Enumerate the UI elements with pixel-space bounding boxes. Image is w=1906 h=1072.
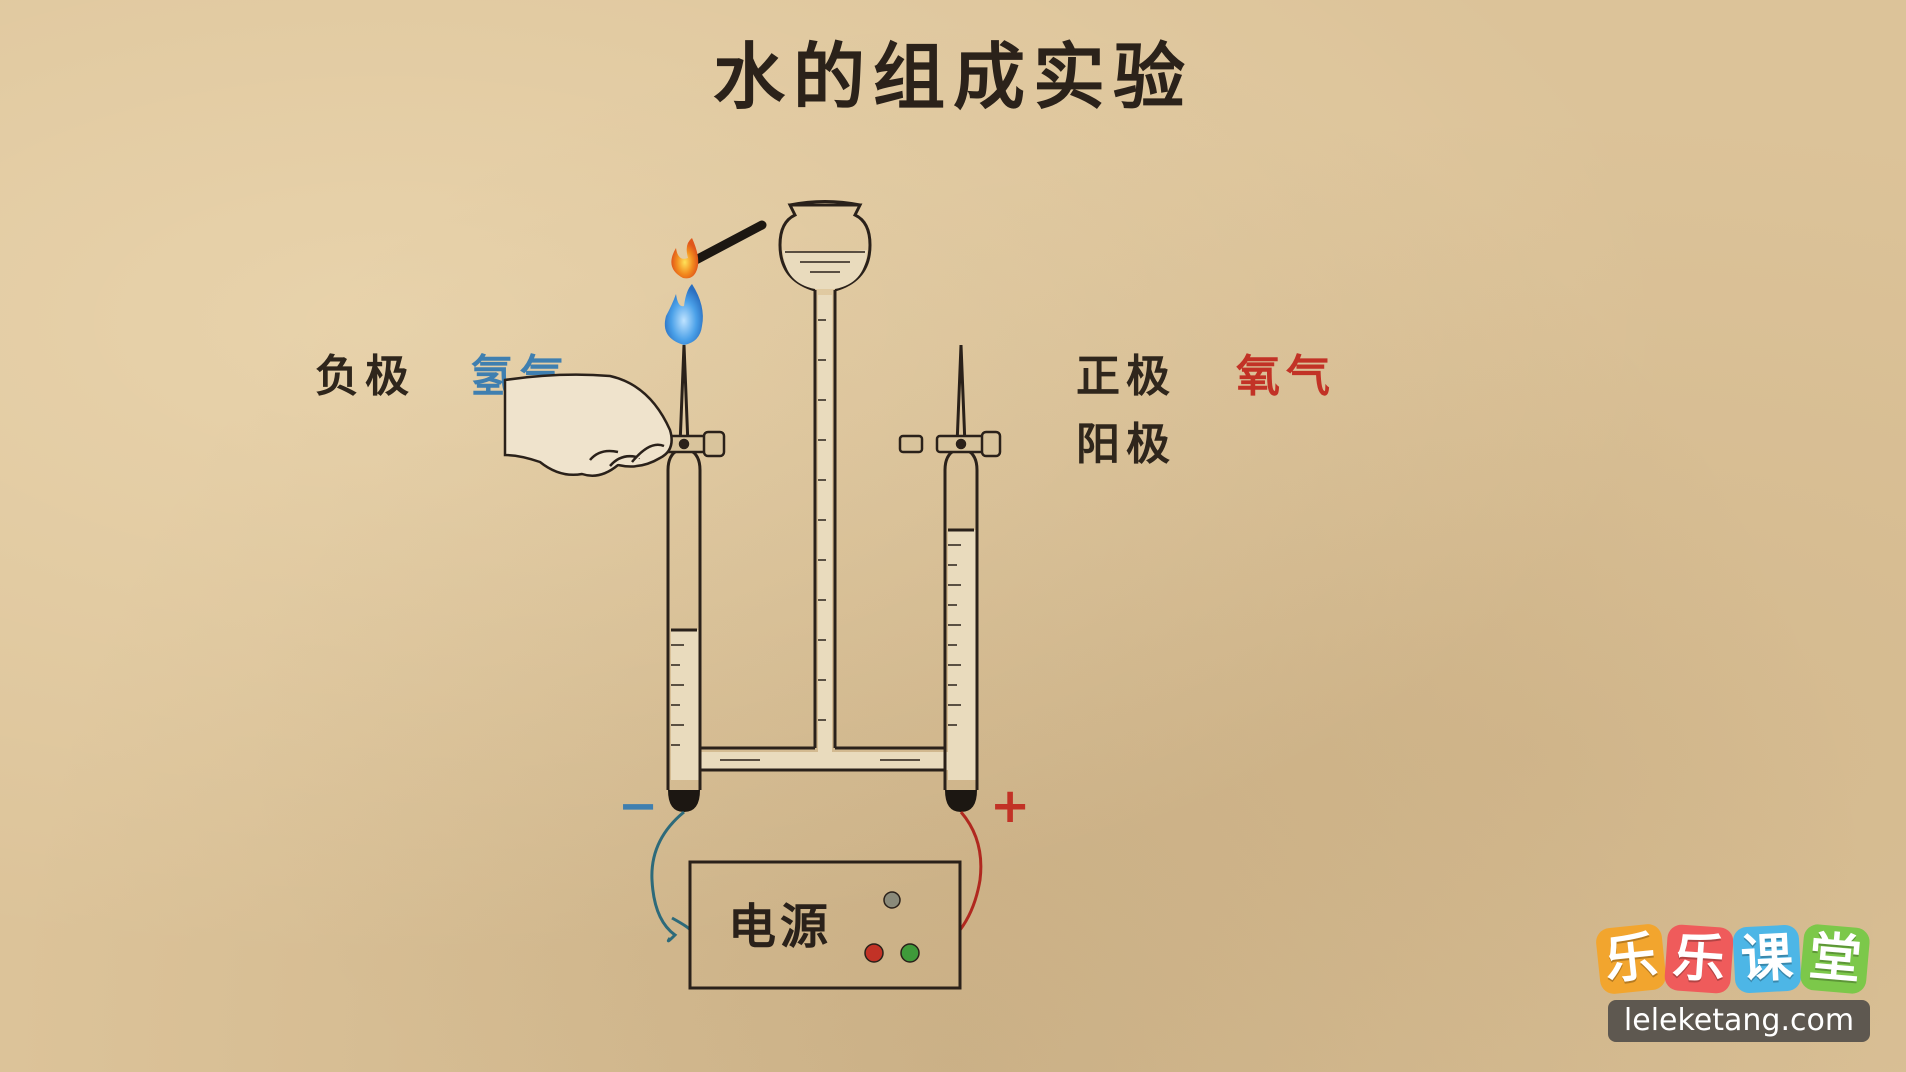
tube-graduations bbox=[671, 319, 961, 746]
logo-char-4: 堂 bbox=[1799, 923, 1871, 995]
logo-url: leleketang.com bbox=[1608, 1000, 1870, 1042]
splint-flame bbox=[671, 238, 699, 279]
logo-char-2: 乐 bbox=[1663, 923, 1735, 995]
funnel-water bbox=[783, 250, 867, 289]
oxygen-label: 氧气 bbox=[1236, 351, 1336, 402]
negative-electrode bbox=[668, 790, 700, 812]
logo-char-1: 乐 bbox=[1594, 922, 1668, 996]
leleketang-logo: 乐 乐 课 堂 leleketang.com bbox=[1594, 922, 1888, 1042]
positive-wire bbox=[958, 811, 983, 931]
connector-water bbox=[671, 752, 976, 770]
positive-electrode-label: 正极 bbox=[1076, 351, 1176, 402]
power-supply-box bbox=[688, 860, 962, 990]
funnel bbox=[778, 200, 872, 748]
red-button[interactable] bbox=[864, 943, 884, 963]
funnel-water-lines bbox=[785, 251, 865, 273]
green-button[interactable] bbox=[900, 943, 920, 963]
page-title: 水的组成实验 bbox=[712, 34, 1193, 119]
hand bbox=[503, 373, 673, 477]
logo-char-3: 课 bbox=[1732, 924, 1802, 994]
positive-electrode bbox=[945, 790, 977, 812]
anode-label: 阳极 bbox=[1076, 419, 1176, 470]
connecting-tube bbox=[700, 746, 945, 772]
negative-wire bbox=[650, 810, 685, 943]
negative-electrode-label: 负极 bbox=[315, 351, 415, 402]
plus-sign: + bbox=[990, 778, 1030, 834]
power-indicator-light bbox=[883, 891, 901, 909]
logo-text: 乐 乐 课 堂 bbox=[1594, 922, 1888, 996]
wooden-splint bbox=[687, 220, 767, 267]
right-tube-water bbox=[948, 530, 976, 780]
power-supply-label: 电源 bbox=[728, 899, 832, 955]
negative-wire-end bbox=[671, 916, 692, 931]
hydrogen-flame bbox=[664, 284, 703, 345]
funnel-stem-water bbox=[818, 295, 832, 755]
right-stopcock[interactable] bbox=[898, 430, 1002, 458]
minus-sign: − bbox=[618, 778, 658, 834]
